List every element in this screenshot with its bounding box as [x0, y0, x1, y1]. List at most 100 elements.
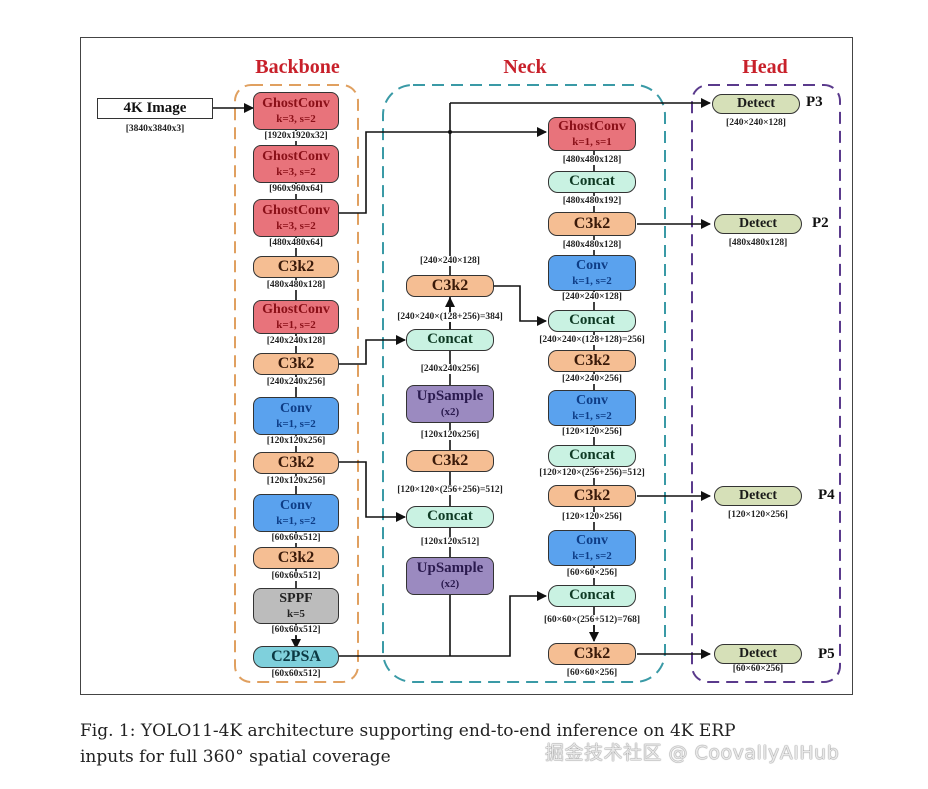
- backbone-dim-8: [60x60x512]: [270, 533, 322, 543]
- neck-right-node-concat-1: Concat: [548, 171, 636, 193]
- neck-left-node-c3k2-3: C3k2: [406, 450, 494, 472]
- backbone-node-conv-8-params: k=1, s=2: [276, 514, 316, 527]
- neck-left-dim-4: [120x120x512]: [419, 537, 481, 547]
- neck-right-node-concat-4-label: Concat: [569, 312, 615, 329]
- backbone-node-ghost-4-label: GhostConv: [262, 301, 330, 317]
- neck-right-node-conv-3-label: Conv: [576, 257, 608, 273]
- neck-right-dim-0: [480x480x128]: [561, 155, 623, 165]
- head-title: Head: [742, 56, 788, 78]
- neck-right-dim-4: [240×240×(128+128)=256]: [538, 335, 646, 345]
- neck-left-dim-2: [120x120x256]: [419, 430, 481, 440]
- neck-left-node-concat-1-label: Concat: [427, 331, 473, 348]
- detect-head-p3-label: Detect: [736, 95, 776, 111]
- backbone-node-conv-6-params: k=1, s=2: [276, 417, 316, 430]
- line-crossing-marker: [448, 130, 452, 134]
- scale-label-p5: P5: [818, 646, 835, 662]
- input-label: 4K Image: [123, 99, 187, 116]
- backbone-dim-6: [120x120x256]: [265, 436, 327, 446]
- backbone-node-conv-8-label: Conv: [280, 497, 312, 513]
- neck-left-dim-1: [240x240x256]: [419, 364, 481, 374]
- backbone-node-c3k2-9-label: C3k2: [277, 548, 315, 566]
- neck-right-node-conv-9-label: Conv: [576, 532, 608, 548]
- backbone-dim-7: [120x120x256]: [265, 476, 327, 486]
- neck-c3k2-to-concat: [494, 285, 547, 326]
- backbone-node-c2psa-11: C2PSA: [253, 646, 339, 668]
- backbone-dim-0: [1920x1920x32]: [263, 131, 329, 141]
- backbone-node-ghost-2-params: k=3, s=2: [276, 219, 316, 232]
- figure-caption: Fig. 1: YOLO11-4K architecture supportin…: [80, 718, 840, 770]
- neck-right-dim-1: [480x480x192]: [561, 196, 623, 206]
- detect-dim-p2: [480x480x128]: [727, 238, 789, 248]
- backbone-node-ghost-4-params: k=1, s=2: [276, 318, 316, 331]
- neck-left-node-c3k2-0-label: C3k2: [431, 276, 469, 294]
- neck-right-node-c3k2-2-label: C3k2: [573, 214, 611, 232]
- scale-label-p2: P2: [812, 215, 829, 231]
- neck-left-node-concat-4-label: Concat: [427, 508, 473, 525]
- neck-left-node-ups-2-label: UpSample: [416, 388, 484, 405]
- backbone-node-c3k2-7-label: C3k2: [277, 453, 315, 471]
- backbone-node-conv-6-label: Conv: [280, 400, 312, 416]
- backbone-node-c3k2-5-label: C3k2: [277, 354, 315, 372]
- neck-left-dim-3: [120×120×(256+256)=512]: [396, 485, 504, 495]
- backbone-node-c2psa-11-label: C2PSA: [271, 647, 321, 665]
- neck-left-node-ups-5-params: (x2): [440, 578, 460, 591]
- backbone-dim-2: [480x480x64]: [268, 238, 324, 248]
- neck-right-node-concat-1-label: Concat: [569, 173, 615, 190]
- detect-dim-p3: [240×240×128]: [725, 118, 787, 128]
- neck-right-node-c3k2-2: C3k2: [548, 212, 636, 236]
- neck-right-node-c3k2-11: C3k2: [548, 643, 636, 665]
- backbone-node-c3k2-3: C3k2: [253, 256, 339, 278]
- neck-right-node-concat-10: Concat: [548, 585, 636, 607]
- detect-head-p5-label: Detect: [738, 645, 778, 661]
- neck-right-node-ghost-0-params: k=1, s=1: [572, 135, 612, 148]
- backbone-node-ghost-0-params: k=3, s=2: [276, 112, 316, 125]
- backbone-dim-5: [240x240x256]: [265, 377, 327, 387]
- neck-right-dim-6: [120×120×256]: [561, 427, 623, 437]
- detect-head-p3: Detect: [712, 94, 800, 114]
- p3-skip-connection: [339, 335, 406, 365]
- input-node: 4K Image: [97, 98, 213, 119]
- neck-right-node-concat-4: Concat: [548, 310, 636, 332]
- backbone-node-ghost-1-label: GhostConv: [262, 148, 330, 164]
- neck-right-node-c3k2-8-label: C3k2: [573, 486, 611, 504]
- detect-dim-p5: [60×60×256]: [731, 664, 785, 674]
- neck-left-dim-above-0: [240×240×128]: [419, 256, 481, 266]
- backbone-node-sppf-10-params: k=5: [287, 607, 305, 620]
- neck-left-node-ups-2-params: (x2): [440, 406, 460, 419]
- backbone-group-box: [234, 84, 359, 683]
- p2-skip-connection: [339, 127, 547, 214]
- neck-left-node-c3k2-0: C3k2: [406, 275, 494, 297]
- c2psa-connection: [339, 591, 547, 657]
- detect-head-p2-label: Detect: [738, 215, 778, 231]
- backbone-dim-3: [480x480x128]: [265, 280, 327, 290]
- neck-right-dim-10: [60×60×(256+512)=768]: [542, 615, 642, 625]
- neck-right-node-c3k2-5-label: C3k2: [573, 351, 611, 369]
- neck-group-box: [382, 84, 666, 683]
- neck-left-node-ups-5: UpSample(x2): [406, 557, 494, 595]
- caption-line-2: inputs for full 360° spatial coverage: [80, 747, 391, 767]
- backbone-node-c3k2-3-label: C3k2: [277, 257, 315, 275]
- watermark: 掘金技术社区 @ CoovallyAIHub: [545, 742, 840, 764]
- neck-right-node-conv-6-label: Conv: [576, 392, 608, 408]
- neck-right-node-c3k2-5: C3k2: [548, 350, 636, 372]
- backbone-node-ghost-2-label: GhostConv: [262, 202, 330, 218]
- backbone-dim-10: [60x60x512]: [270, 625, 322, 635]
- neck-left-dim-below-0: [240×240×(128+256)=384]: [396, 312, 504, 322]
- scale-label-p4: P4: [818, 487, 835, 503]
- backbone-node-c3k2-9: C3k2: [253, 547, 339, 569]
- neck-right-node-concat-7: Concat: [548, 445, 636, 467]
- detect-dim-p4: [120×120×256]: [727, 510, 789, 520]
- backbone-node-ghost-0-label: GhostConv: [262, 95, 330, 111]
- neck-right-dim-7: [120×120×(256+256)=512]: [538, 468, 646, 478]
- backbone-dim-1: [960x960x64]: [268, 184, 324, 194]
- neck-left-node-c3k2-3-label: C3k2: [431, 451, 469, 469]
- neck-right-node-ghost-0-label: GhostConv: [558, 118, 626, 134]
- backbone-dim-9: [60x60x512]: [270, 571, 322, 581]
- neck-right-node-c3k2-11-label: C3k2: [573, 644, 611, 662]
